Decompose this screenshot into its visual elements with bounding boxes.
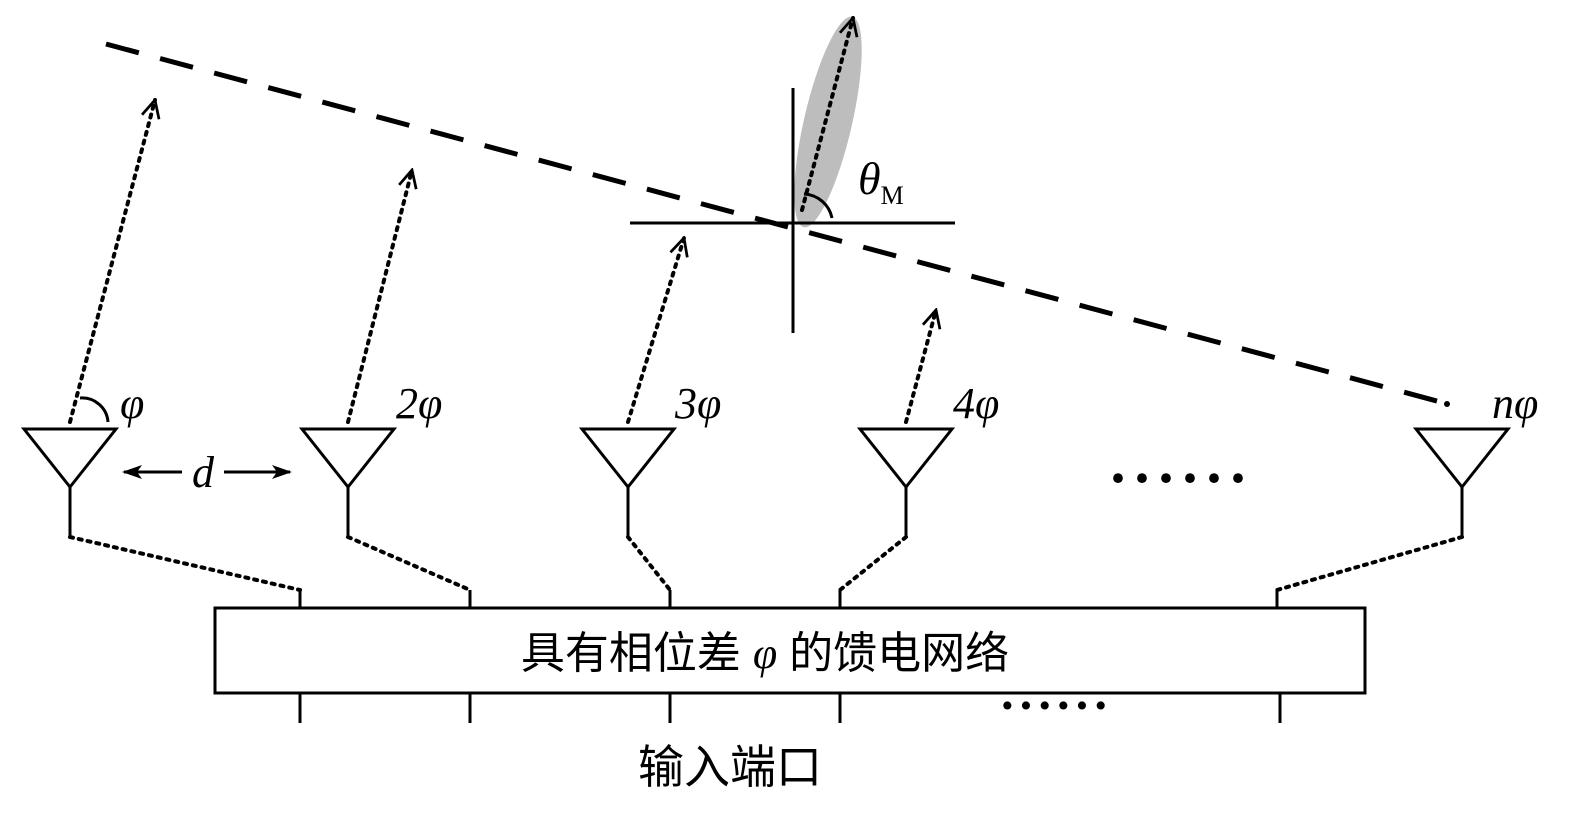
main-beam-arrow <box>800 18 853 212</box>
antenna-n <box>1412 427 1512 537</box>
element-3-label: 3φ <box>674 379 721 428</box>
feed-line-n <box>1275 535 1464 592</box>
element-2-label: 2φ <box>396 379 442 428</box>
phase-angle-arc <box>79 396 110 423</box>
theta-angle-arc <box>803 192 834 219</box>
ellipsis-ports: ······ <box>999 677 1111 733</box>
element-n-label: nφ <box>1492 379 1538 428</box>
feed-line-2 <box>346 535 472 592</box>
element-3-arrow <box>626 238 684 424</box>
input-ports-label: 输入端口 <box>638 740 822 794</box>
element-1-label: φ <box>120 379 144 428</box>
element-1-arrow <box>68 100 155 424</box>
element-n-dot <box>1444 401 1450 407</box>
feed-line-4 <box>838 535 908 592</box>
ellipsis-elements: ······ <box>1108 445 1252 511</box>
antenna-2 <box>298 427 398 537</box>
element-4-label: 4φ <box>953 379 999 428</box>
feed-line-3 <box>626 535 672 592</box>
spacing-label: d <box>192 448 215 497</box>
element-2-arrow <box>346 170 412 424</box>
feed-network-box <box>213 606 1367 695</box>
feed-line-1 <box>68 535 302 592</box>
antenna-1 <box>20 427 120 537</box>
antenna-4 <box>856 427 956 537</box>
theta-label: θM <box>858 153 904 210</box>
antenna-3 <box>578 427 678 537</box>
element-4-arrow <box>904 310 936 424</box>
